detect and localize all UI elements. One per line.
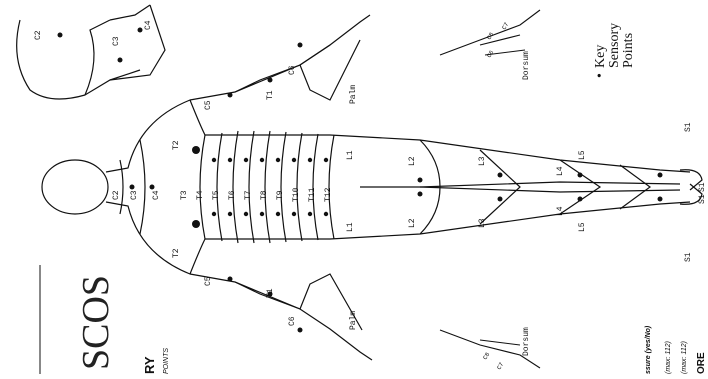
label-l3-top: L3 [478, 156, 487, 166]
label-l5-top: L5 [578, 150, 587, 160]
score-fragment: ORE [696, 352, 707, 374]
label-l2-top: L2 [408, 156, 417, 166]
label-c5-top: C5 [204, 100, 213, 110]
title-fragment: RY [142, 356, 157, 374]
label-c6-bottom: C6 [288, 316, 297, 326]
leg-labels: L1 L1 L2 L2 L3 L3 L4 L4 L5 L5 S1 S1 S1 S… [346, 122, 707, 262]
label-c6-top: C6 [288, 65, 297, 75]
label-dorsum-top: Dorsum [522, 51, 531, 80]
label-c8-top: C8 [486, 31, 496, 41]
key-bullet: • [593, 73, 608, 78]
label-t1-top: T1 [266, 90, 275, 100]
key-line3: Points [621, 33, 636, 68]
label-l4-bottom: L4 [556, 206, 565, 216]
label-t12: T12 [324, 187, 333, 202]
label-l5-bottom: L5 [578, 222, 587, 232]
isncscos-logo: SCOS [75, 275, 117, 370]
label-c4-trunk: C4 [152, 190, 161, 200]
label-l4-top: L4 [556, 166, 565, 176]
key-legend: • Key Sensory Points [593, 23, 636, 78]
label-t10: T10 [292, 187, 301, 202]
key-line1: Key [593, 45, 608, 68]
label-s1-foot-a: S1 [698, 182, 707, 192]
label-t2-bottom: T2 [172, 248, 181, 258]
label-l1-bottom: L1 [346, 222, 355, 232]
label-c3-trunk: C3 [130, 190, 139, 200]
key-line2: Sensory [607, 23, 622, 68]
label-t6: T6 [228, 190, 237, 200]
label-l2-bottom: L2 [408, 218, 417, 228]
label-t5: T5 [212, 190, 221, 200]
max-fragment-1: (max: 112) [665, 341, 672, 374]
label-t2-top: T2 [172, 140, 181, 150]
label-t7: T7 [244, 190, 253, 200]
label-l1-top: L1 [346, 150, 355, 160]
label-c4: C4 [144, 20, 153, 30]
label-c5-bottom: C5 [204, 276, 213, 286]
label-c7-bottom: C7 [496, 361, 506, 371]
label-palm-bottom: Palm [349, 311, 358, 330]
label-c6-hand-top: C6 [486, 49, 496, 59]
hand-labels: C8 C7 C6 Dorsum Dorsum C8 C7 [482, 21, 531, 371]
head-profile [17, 5, 165, 99]
label-s1-bottom: S1 [684, 252, 693, 262]
max-fragment-2: (max: 112) [681, 341, 688, 374]
label-t8: T8 [260, 190, 269, 200]
label-s1-foot-b: S1 [698, 194, 707, 204]
label-c2-trunk: C2 [112, 190, 121, 200]
label-palm-top: Palm [349, 85, 358, 104]
label-t3: T3 [180, 190, 189, 200]
label-t11: T11 [308, 187, 317, 202]
trunk-labels: T3 T4 T5 T6 T7 T8 T9 T10 T11 T12 [180, 187, 333, 202]
label-s1-top: S1 [684, 122, 693, 132]
label-c2: C2 [34, 30, 43, 40]
pressure-fragment: ssure (yes/No) [645, 325, 652, 374]
label-t1-bottom: T1 [266, 288, 275, 298]
label-c8-bottom: C8 [482, 351, 492, 361]
label-c3: C3 [112, 36, 121, 46]
subtitle-fragment: POINTS [163, 348, 170, 374]
label-t4: T4 [196, 190, 205, 200]
form-fragments: SCOS RY POINTS ssure (yes/No) (max: 112)… [40, 265, 707, 374]
label-dorsum-bottom: Dorsum [522, 327, 531, 356]
label-l3-bottom: L3 [478, 218, 487, 228]
sensory-points [58, 28, 663, 333]
label-t9: T9 [276, 190, 285, 200]
